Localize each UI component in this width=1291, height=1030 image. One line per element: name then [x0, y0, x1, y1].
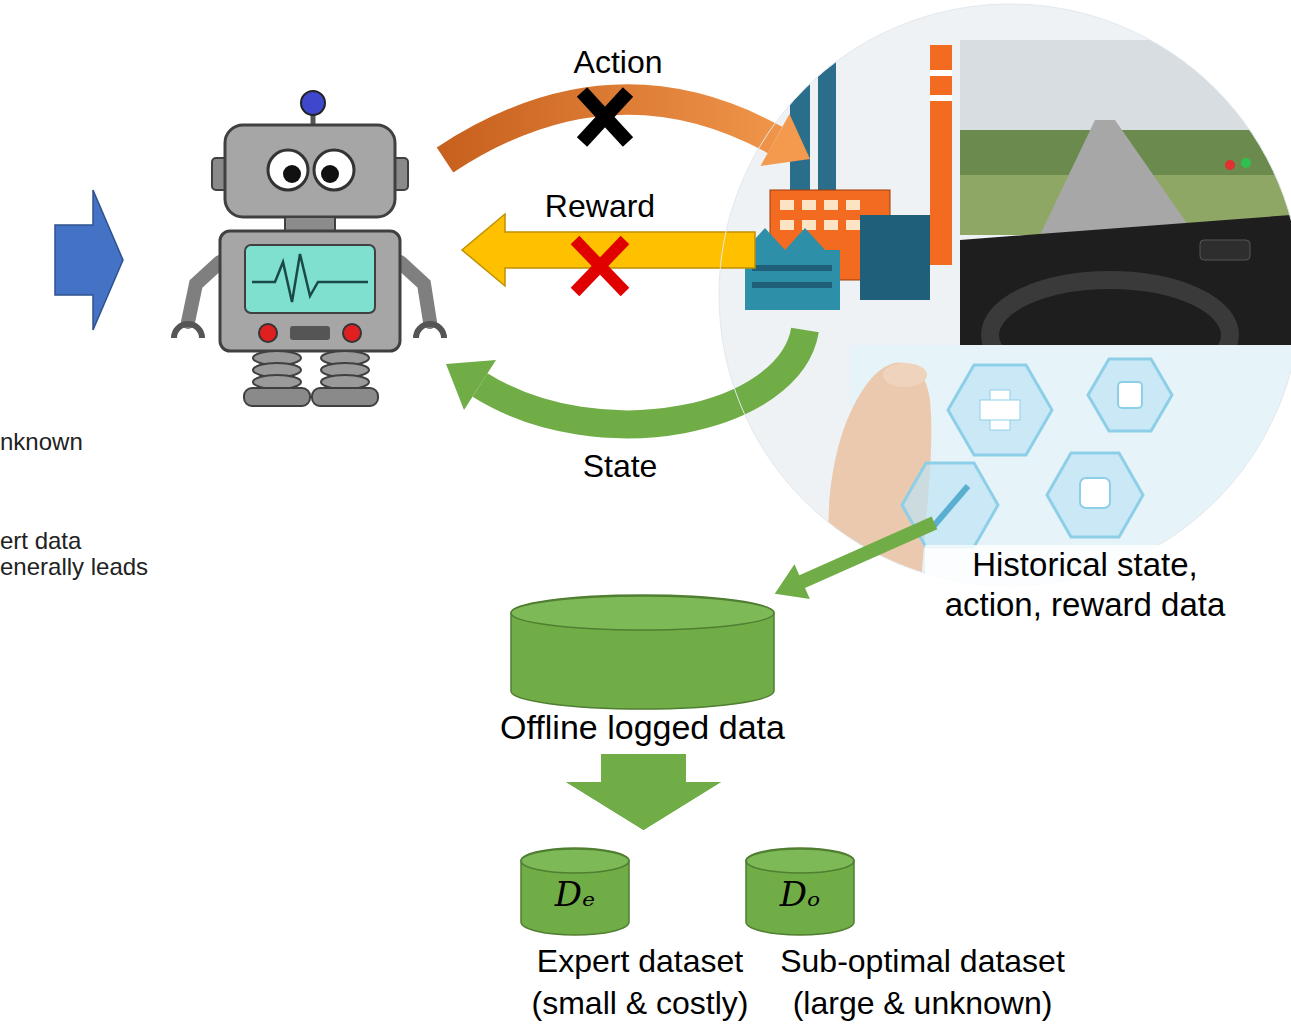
clipped-text: ert data — [0, 527, 81, 555]
state-arrow — [480, 330, 805, 424]
reward-label: Reward — [545, 188, 655, 225]
circle-outline — [719, 4, 1291, 586]
cylinder-caption: Offline logged data — [470, 708, 815, 747]
cross-mark — [575, 240, 625, 292]
robot-figure — [400, 262, 430, 322]
robot-figure — [321, 165, 339, 183]
state-arrow — [446, 360, 496, 410]
flow-arrow — [566, 754, 721, 830]
cylinder-body — [746, 848, 854, 935]
flow-arrow — [566, 754, 721, 830]
robot-figure — [252, 254, 368, 302]
robot-figure — [174, 324, 202, 338]
medical-picture — [883, 363, 927, 387]
cylinder-top — [511, 596, 774, 630]
cross-mark — [575, 240, 625, 292]
robot-figure — [321, 375, 369, 389]
state-arrow — [446, 330, 805, 424]
factory-picture — [745, 25, 952, 310]
cross-mark — [582, 92, 628, 142]
robot-figure — [314, 150, 354, 190]
factory-picture — [752, 282, 832, 288]
robot-figure — [301, 91, 325, 115]
factory-picture — [930, 95, 952, 101]
factory-picture — [752, 265, 832, 271]
environment-caption: Historical state, action, reward data — [925, 545, 1245, 626]
cylinder-shape — [510, 595, 775, 710]
dataset-caption: Expert dataset (small & costly) — [520, 940, 760, 1024]
medical-picture — [980, 400, 1020, 420]
robot-figure — [268, 150, 308, 190]
circle-outline — [725, 0, 1291, 630]
robot-figure — [290, 326, 330, 340]
suboptimal-dataset-cylinder: DₒSub-optimal dataset (large & unknown) — [745, 848, 1090, 1026]
medical-picture — [1047, 453, 1143, 537]
car-picture — [960, 40, 1291, 390]
dataset-symbol: Dₑ — [520, 876, 630, 913]
cylinder-top — [521, 849, 629, 873]
dataset-caption: Sub-optimal dataset (large & unknown) — [760, 940, 1085, 1024]
factory-picture — [802, 200, 816, 210]
action-arrow — [761, 114, 811, 166]
robot-figure — [416, 324, 444, 338]
factory-picture — [745, 228, 840, 310]
robot-figure — [244, 388, 310, 406]
cross-mark — [575, 240, 625, 292]
factory-picture — [790, 62, 810, 70]
clipped-text: enerally leads — [0, 553, 148, 581]
robot-figure — [245, 245, 375, 313]
robot-figure — [283, 165, 301, 183]
cross-mark — [582, 92, 628, 142]
flow-arrow — [775, 517, 938, 599]
environment-picture — [700, 0, 1291, 605]
factory-picture — [780, 200, 794, 210]
clipped-text: nknown — [0, 428, 83, 456]
cylinder-body — [521, 848, 629, 935]
cylinder-top — [746, 849, 854, 873]
medical-picture — [1080, 478, 1110, 508]
block-arrow — [55, 190, 123, 330]
factory-picture — [818, 48, 836, 56]
offline-data-cylinder: Offline logged data — [470, 590, 817, 750]
medical-picture — [948, 365, 1052, 455]
car-picture — [1225, 160, 1235, 170]
car-picture — [1241, 158, 1251, 168]
car-picture — [1200, 240, 1250, 260]
robot-figure — [188, 262, 220, 322]
factory-picture — [860, 215, 930, 300]
factory-picture — [824, 220, 838, 230]
robot-figure — [285, 217, 335, 231]
medical-picture — [1118, 382, 1142, 408]
cylinder-body — [511, 595, 774, 709]
dataset-symbol: Dₒ — [745, 876, 855, 913]
factory-picture — [802, 220, 816, 230]
car-picture — [1040, 120, 1195, 235]
cross-mark — [582, 92, 628, 142]
robot-figure — [343, 324, 361, 342]
robot-figure — [312, 388, 378, 406]
factory-picture — [930, 70, 952, 76]
robot-figure — [259, 324, 277, 342]
factory-picture — [818, 25, 836, 210]
medical-picture — [1088, 359, 1172, 431]
medical-picture — [932, 486, 968, 528]
robot-figure — [174, 91, 444, 406]
state-label: State — [583, 448, 658, 485]
robot-figure — [253, 375, 301, 389]
factory-picture — [780, 220, 794, 230]
action-label: Action — [574, 44, 663, 81]
factory-picture — [824, 200, 838, 210]
expert-dataset-cylinder: DₑExpert dataset (small & costly) — [520, 848, 762, 1026]
factory-picture — [846, 220, 860, 230]
robot-figure — [220, 231, 400, 351]
factory-picture — [930, 45, 952, 265]
environment-circle: Historical state, action, reward data — [725, 0, 1291, 630]
factory-picture — [846, 200, 860, 210]
robot-figure — [225, 125, 395, 217]
